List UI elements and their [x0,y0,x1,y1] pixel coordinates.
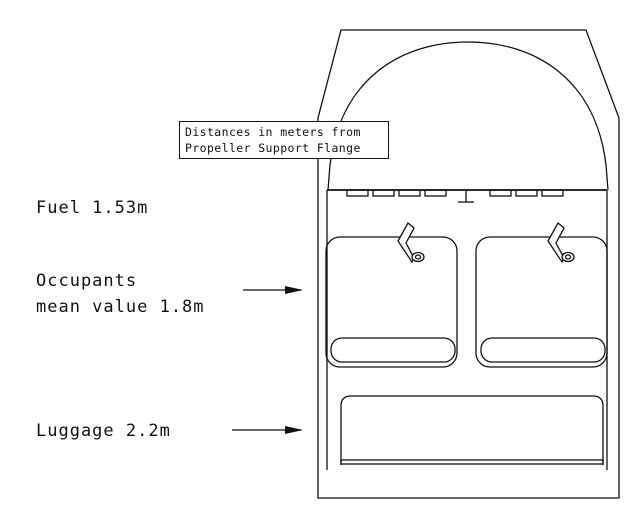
left-stick-icon [397,221,415,264]
fuel-label: Fuel 1.53m [36,198,149,218]
luggage-floor [340,459,604,465]
instrument-icon [346,189,369,197]
instrument-icon [489,189,512,197]
instrument-icon [424,189,447,197]
cabin-outline [317,29,620,499]
canopy-arc [327,41,609,191]
instrument-icon [515,189,538,197]
left-seat-cushion [330,337,456,363]
note-line-1: Distances in meters from [185,125,361,139]
instrument-icon [398,189,421,197]
instrument-icon [372,189,395,197]
note-line-2: Propeller Support Flange [185,141,361,155]
luggage-compartment [340,395,604,465]
right-stick-icon [547,221,565,264]
luggage-label: Luggage 2.2m [36,421,171,441]
right-seat-cushion [480,337,606,363]
left-seat-back [325,236,458,368]
occupants-label-line2: mean value 1.8m [36,297,205,317]
occupants-label-line1: Occupants [36,271,138,291]
distance-reference-note: Distances in meters from Propeller Suppo… [179,121,389,159]
right-seat-back [475,236,608,368]
instrument-icon [541,189,564,197]
